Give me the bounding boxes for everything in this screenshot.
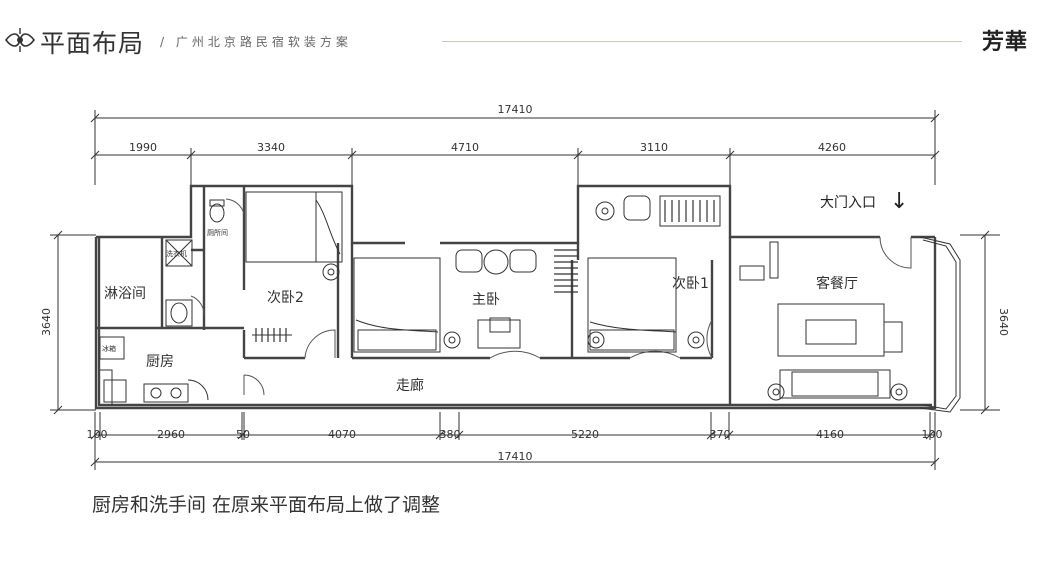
dim-bottom-seg-4: 4070 xyxy=(328,428,356,441)
dim-top-total: 17410 xyxy=(498,103,533,116)
page-title: 平面布局 xyxy=(40,29,145,58)
room-master: 主卧 xyxy=(472,292,500,308)
header: 平面布局 / 广州北京路民宿软装方案 芳華 xyxy=(0,0,1060,80)
room-bedroom1: 次卧1 xyxy=(672,276,709,292)
room-toilet: 厕所间 xyxy=(207,228,228,237)
fridge-label: 冰箱 xyxy=(102,344,116,353)
dim-top-seg-1: 1990 xyxy=(129,141,157,154)
dim-bottom-seg-9: 100 xyxy=(922,428,943,441)
dim-top-seg-4: 3110 xyxy=(640,141,668,154)
dim-top-seg-5: 4260 xyxy=(818,141,846,154)
room-bedroom2: 次卧2 xyxy=(267,290,304,306)
room-kitchen: 厨房 xyxy=(146,354,174,370)
dim-bottom-seg-2: 2960 xyxy=(157,428,185,441)
room-corridor: 走廊 xyxy=(396,377,424,394)
caption: 厨房和洗手间 在原来平面布局上做了调整 xyxy=(92,494,441,516)
entrance-arrow-icon: ↓ xyxy=(890,189,908,214)
dim-bottom-total: 17410 xyxy=(498,450,533,463)
room-shower: 淋浴间 xyxy=(104,286,146,302)
page-subtitle: / 广州北京路民宿软装方案 xyxy=(160,35,352,49)
room-living: 客餐厅 xyxy=(816,275,858,292)
header-divider xyxy=(442,41,962,42)
entrance-label: 大门入口 xyxy=(820,195,876,211)
dim-top-seg-2: 3340 xyxy=(257,141,285,154)
dim-bottom-seg-8: 4160 xyxy=(816,428,844,441)
dim-bottom-seg-6: 5220 xyxy=(571,428,599,441)
ornament-icon xyxy=(4,28,36,52)
dim-bottom-seg-1: 100 xyxy=(87,428,108,441)
dim-bottom-seg-7: 370 xyxy=(710,428,731,441)
dim-bottom-seg-5: 380 xyxy=(440,428,461,441)
dim-top-seg-3: 4710 xyxy=(451,141,479,154)
dim-bottom-seg-3: 50 xyxy=(236,428,250,441)
washer-label: 洗衣机 xyxy=(166,249,187,258)
dim-left-height: 3640 xyxy=(40,308,53,336)
brand-logo: 芳華 xyxy=(982,29,1029,55)
dim-right-height: 3640 xyxy=(997,308,1010,336)
